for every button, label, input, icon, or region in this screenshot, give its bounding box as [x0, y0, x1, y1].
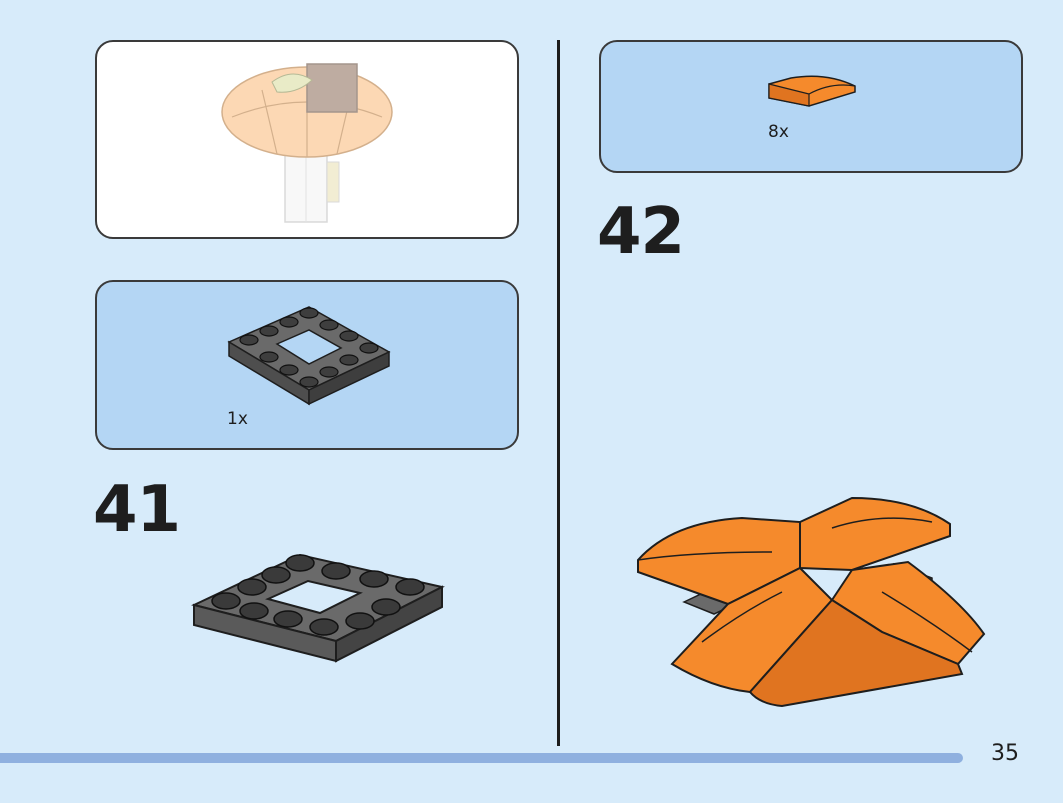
- step-number-42: 42: [597, 195, 685, 269]
- column-divider: [557, 40, 560, 746]
- page-number: 35: [991, 741, 1019, 766]
- page-footer-bar: [0, 753, 963, 763]
- parts-callout-step-41: 1x: [95, 280, 519, 450]
- context-model-illustration: [221, 63, 393, 223]
- part-quantity: 1x: [227, 409, 248, 429]
- dark-gray-plate-part-icon: [227, 306, 391, 406]
- orange-curved-slope-part-icon: [768, 75, 856, 107]
- context-model-panel: [95, 40, 519, 239]
- parts-callout-step-42: 8x: [599, 40, 1023, 173]
- step-42-cross-illustration: [637, 496, 986, 708]
- step-41-plate-illustration: [191, 553, 445, 663]
- step-number-41: 41: [93, 473, 181, 547]
- part-quantity: 8x: [768, 122, 789, 142]
